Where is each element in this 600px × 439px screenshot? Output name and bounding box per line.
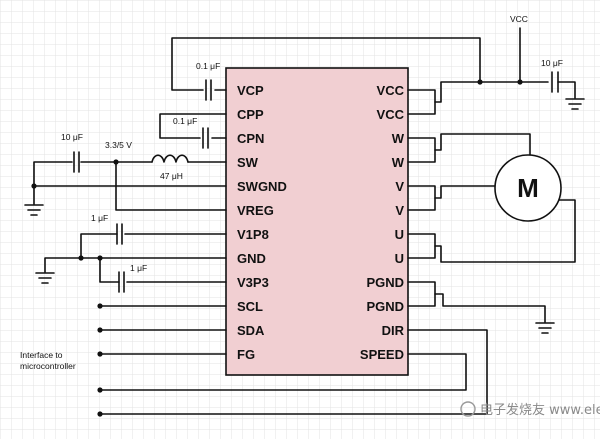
pin-label-left-swgnd: SWGND	[237, 179, 287, 194]
pin-label-left-sw: SW	[237, 155, 259, 170]
v1p8-capacitor	[116, 223, 123, 245]
vreg-wire	[115, 161, 227, 211]
scl-terminal	[97, 303, 103, 309]
pin-label-left-sda: SDA	[237, 323, 265, 338]
vcp-loop-wire	[171, 37, 481, 91]
motor-label: M	[517, 173, 539, 203]
inductor-symbol	[151, 154, 189, 163]
sw-cap-label: 10 μF	[61, 132, 83, 142]
junction-vcc-a	[477, 79, 483, 85]
v-phase-wire	[434, 185, 496, 199]
pin-label-right-pgnd-8: PGND	[366, 275, 404, 290]
pin-label-right-dir-10: DIR	[382, 323, 405, 338]
motor-symbol	[494, 154, 562, 222]
pin-label-left-vcp: VCP	[237, 83, 264, 98]
v1p8-wire	[80, 233, 227, 259]
watermark-logo-icon	[460, 401, 476, 417]
pin-label-left-vreg: VREG	[237, 203, 274, 218]
pin-label-right-w-3: W	[392, 155, 405, 170]
pin-label-right-w-2: W	[392, 131, 405, 146]
inductor-label: 47 μH	[160, 171, 183, 181]
pgnd-ground-wire	[434, 293, 546, 323]
cpp-cap-label: 0.1 μF	[173, 116, 197, 126]
junction-gnd-a	[78, 255, 84, 261]
v3p3-wire	[99, 257, 227, 283]
pin-label-right-u-7: U	[395, 251, 404, 266]
vcc-cap-ground-wire	[557, 81, 576, 99]
junction-swgnd	[31, 183, 37, 189]
pin-label-left-cpp: CPP	[237, 107, 264, 122]
sda-terminal	[97, 327, 103, 333]
v3p3-cap-label: 1 μF	[130, 263, 147, 273]
u-phase-wire	[434, 199, 576, 263]
pin-label-left-cpn: CPN	[237, 131, 264, 146]
interface-label-line2: microcontroller	[20, 361, 76, 371]
ground-symbol-vcc	[565, 98, 585, 110]
vcc-bus	[434, 81, 549, 103]
ic-body	[225, 67, 409, 376]
speed-terminal	[97, 387, 103, 393]
junction-sw	[113, 159, 119, 165]
pin-label-left-scl: SCL	[237, 299, 263, 314]
cpp-capacitor	[202, 127, 209, 149]
sw-capacitor	[73, 151, 80, 173]
pin-label-left-fg: FG	[237, 347, 255, 362]
pin-label-left-v1p8: V1P8	[237, 227, 269, 242]
dir-terminal	[97, 411, 103, 417]
dir-line	[99, 329, 488, 415]
ground-symbol-gnd	[35, 272, 55, 284]
ground-symbol-pgnd	[535, 322, 555, 334]
pin-label-right-vcc-0: VCC	[377, 83, 405, 98]
vcp-cap-label: 0.1 μF	[196, 61, 220, 71]
fg-terminal	[97, 351, 103, 357]
vcc-label: VCC	[510, 14, 528, 24]
interface-label-line1: Interface to	[20, 350, 63, 360]
pin-label-right-pgnd-9: PGND	[366, 299, 404, 314]
vcp-capacitor	[205, 79, 212, 101]
gnd-wire	[44, 257, 227, 273]
pin-label-right-v-5: V	[395, 203, 404, 218]
pin-label-right-speed-11: SPEED	[360, 347, 404, 362]
watermark-text: 电子发烧友 www.elecfans.com	[480, 402, 600, 418]
pin-label-right-v-4: V	[395, 179, 404, 194]
cpp-cpn-wire	[159, 113, 227, 139]
watermark: 电子发烧友 www.elecfans.com	[460, 401, 600, 418]
speed-line	[99, 353, 467, 391]
vcc-cap-label: 10 μF	[541, 58, 563, 68]
v1p8-cap-label: 1 μF	[91, 213, 108, 223]
junction-vcc-b	[517, 79, 523, 85]
w-phase-wire	[434, 133, 531, 159]
pin-label-right-u-6: U	[395, 227, 404, 242]
pin-label-left-v3p3: V3P3	[237, 275, 269, 290]
pin-label-right-vcc-1: VCC	[377, 107, 405, 122]
v3p3-capacitor	[118, 271, 125, 293]
sw-voltage-label: 3.3/5 V	[105, 140, 132, 150]
pin-label-left-gnd: GND	[237, 251, 266, 266]
ground-symbol-sw	[24, 204, 44, 216]
